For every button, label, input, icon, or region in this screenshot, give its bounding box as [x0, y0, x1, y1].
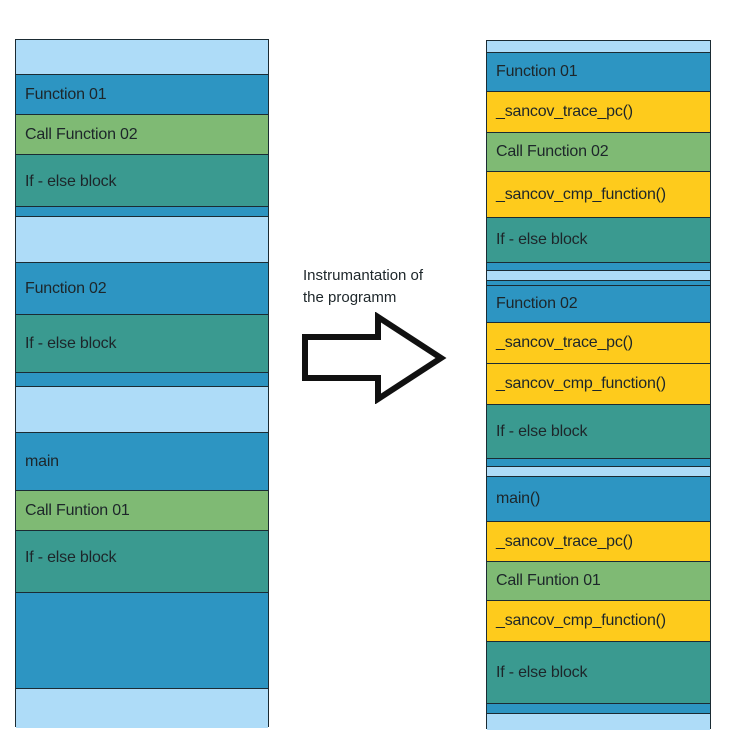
left-block-13	[16, 592, 268, 688]
instrumentation-label-line-1: Instrumantation of	[303, 267, 424, 284]
instrumentation-label-line-2: the programm	[303, 289, 397, 306]
left-block-4	[16, 206, 268, 216]
right-block-5: If - else block	[487, 217, 710, 262]
right-block-8	[487, 280, 710, 285]
instrumented-program-column: Function 01 _sancov_trace_pc() Call Func…	[486, 40, 711, 730]
instrumentation-label: Instrumantation of the programm	[303, 265, 423, 309]
right-arrow-icon	[302, 312, 447, 404]
right-block-16: _sancov_trace_pc()	[487, 521, 710, 561]
left-block-6: Function 02	[16, 262, 268, 314]
right-block-7	[487, 270, 710, 280]
left-block-12: If - else block	[16, 530, 268, 592]
right-block-4: _sancov_cmp_function()	[487, 171, 710, 217]
left-block-10: main	[16, 432, 268, 490]
right-block-17: Call Funtion 01	[487, 561, 710, 600]
left-block-8	[16, 372, 268, 386]
left-block-3: If - else block	[16, 154, 268, 206]
right-block-9: Function 02	[487, 285, 710, 322]
right-block-20	[487, 703, 710, 713]
right-block-11: _sancov_cmp_function()	[487, 363, 710, 404]
right-block-19: If - else block	[487, 641, 710, 703]
left-block-0	[16, 40, 268, 74]
right-block-18: _sancov_cmp_function()	[487, 600, 710, 641]
original-program-column: Function 01 Call Function 02 If - else b…	[15, 39, 269, 728]
left-block-5	[16, 216, 268, 262]
right-block-14	[487, 466, 710, 476]
right-block-6	[487, 262, 710, 270]
left-block-2: Call Function 02	[16, 114, 268, 154]
left-block-1: Function 01	[16, 74, 268, 114]
right-block-3: Call Function 02	[487, 132, 710, 171]
left-block-11: Call Funtion 01	[16, 490, 268, 530]
right-block-21	[487, 713, 710, 730]
right-block-12: If - else block	[487, 404, 710, 458]
right-block-13	[487, 458, 710, 466]
left-block-14	[16, 688, 268, 728]
left-block-7: If - else block	[16, 314, 268, 372]
right-block-0	[487, 41, 710, 52]
right-block-15: main()	[487, 476, 710, 521]
right-block-1: Function 01	[487, 52, 710, 91]
right-block-2: _sancov_trace_pc()	[487, 91, 710, 132]
left-block-9	[16, 386, 268, 432]
right-block-10: _sancov_trace_pc()	[487, 322, 710, 363]
